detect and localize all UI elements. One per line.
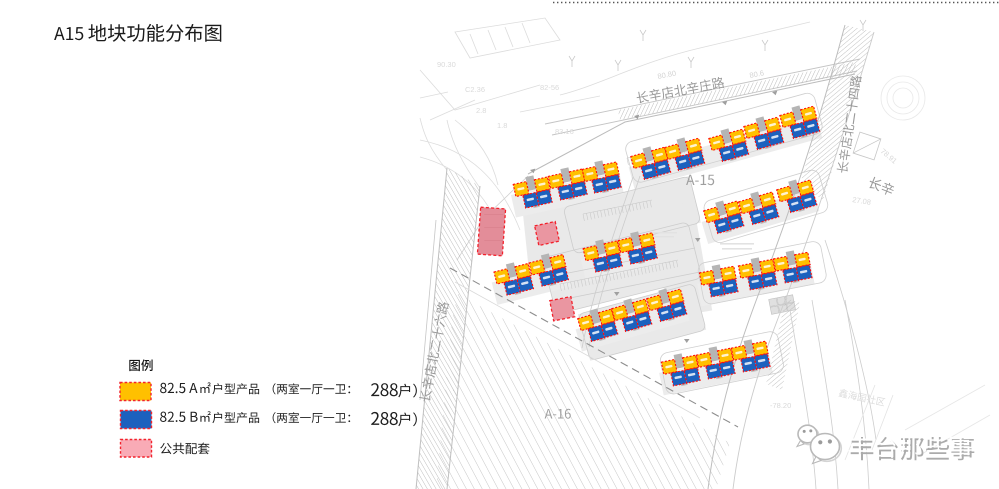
svg-text:83.16: 83.16	[555, 127, 574, 136]
svg-text:1.8: 1.8	[497, 121, 507, 130]
svg-text:78.91: 78.91	[879, 147, 899, 166]
svg-text:90.30: 90.30	[437, 60, 456, 69]
svg-text:80.80: 80.80	[657, 69, 677, 81]
svg-text:82-56: 82-56	[540, 83, 559, 92]
svg-text:-78.20: -78.20	[770, 401, 791, 410]
svg-text:C2.36: C2.36	[465, 85, 485, 94]
svg-text:80.6: 80.6	[749, 68, 765, 80]
svg-text:27.08: 27.08	[852, 195, 872, 207]
svg-text:2.8: 2.8	[476, 106, 486, 115]
